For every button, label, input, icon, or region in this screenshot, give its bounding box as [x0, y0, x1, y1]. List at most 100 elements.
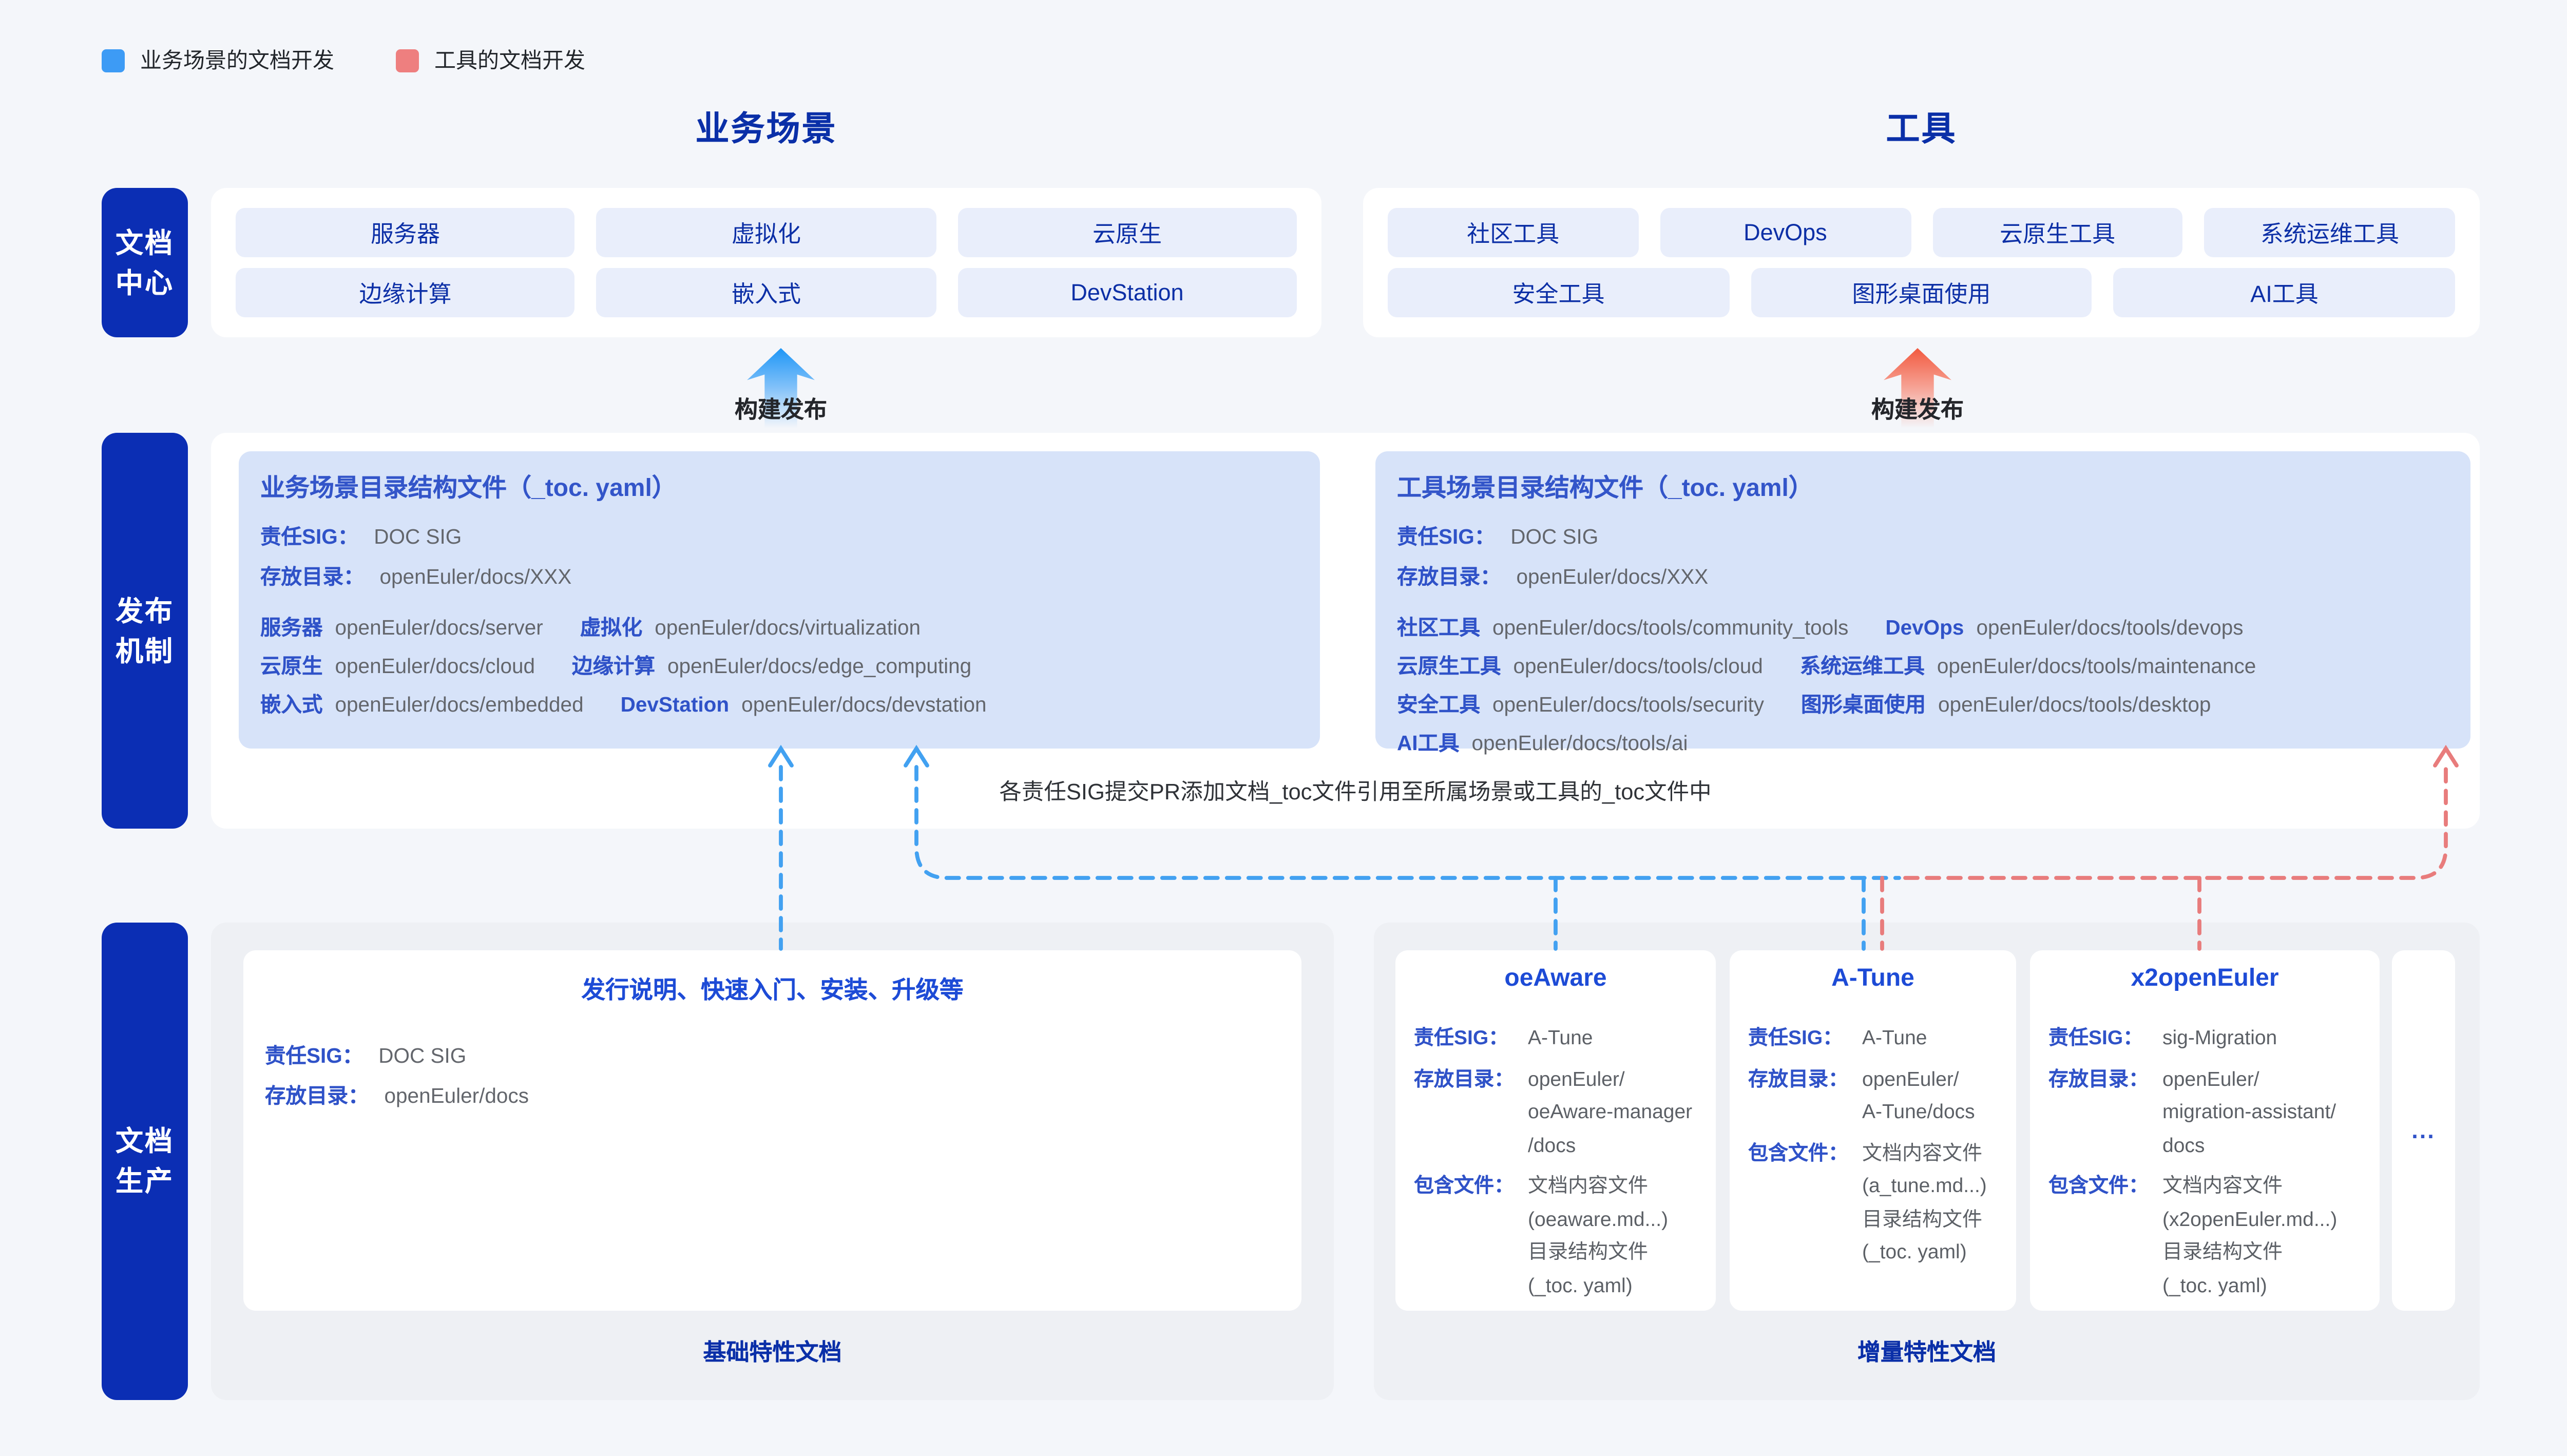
oeaware-card: oeAware 责任SIG： A-Tune 存放目录： openEuler/ o… [1395, 950, 1716, 1311]
business-toc-panel: 业务场景目录结构文件（_toc. yaml） 责任SIG： DOC SIG 存放… [239, 451, 1320, 749]
business-toc-sig-row: 责任SIG： DOC SIG [260, 524, 1298, 551]
entry-name: 云原生工具 [1397, 655, 1501, 678]
sig-label: 责任SIG： [265, 1044, 363, 1067]
incremental-docs-footer: 增量特性文档 [1857, 1340, 1996, 1366]
card-files-row: 包含文件： 文档内容文件 (oeaware.md...) 目录结构文件 (_to… [1395, 1169, 1716, 1301]
entry-name: DevStation [620, 693, 730, 716]
sig-value: DOC SIG [378, 1044, 467, 1067]
entry-name: 社区工具 [1397, 616, 1480, 639]
sig-value: A-Tune [1862, 1026, 1927, 1049]
dir-value: openEuler/ oeAware-manager /docs [1528, 1066, 1693, 1156]
entry-name: 边缘计算 [572, 655, 656, 678]
sig-label: 责任SIG： [1748, 1026, 1843, 1049]
sig-label: 责任SIG： [1414, 1026, 1509, 1049]
base-card-title: 发行说明、快速入门、安装、升级等 [581, 978, 964, 1004]
entry-path: openEuler/docs/server [335, 616, 543, 639]
dir-label: 存放目录： [1414, 1066, 1515, 1090]
oeaware-card-title: oeAware [1504, 966, 1607, 992]
chip-desktop: 图形桌面使用 [1750, 268, 2092, 317]
card-files-row: 包含文件： 文档内容文件 (x2openEuler.md...) 目录结构文件 … [2030, 1169, 2380, 1301]
business-scenarios-panel: 服务器 虚拟化 云原生 边缘计算 嵌入式 DevStation [211, 188, 1321, 337]
toc-entry-line: AI工具 openEuler/docs/tools/ai [1397, 729, 2449, 758]
entry-name: 虚拟化 [580, 616, 643, 639]
build-release-label-tools: 构建发布 [1871, 397, 1964, 424]
dir-value: openEuler/docs/XXX [1516, 565, 1709, 588]
entry-path: openEuler/docs/tools/community_tools [1492, 616, 1849, 639]
legend-red-swatch [396, 48, 419, 72]
toc-entry-line: 社区工具 openEuler/docs/tools/community_tools… [1397, 613, 2449, 642]
dir-value: openEuler/docs/XXX [379, 565, 572, 588]
legend-tools-label: 工具的文档开发 [434, 48, 585, 72]
entry-name: DevOps [1885, 616, 1964, 639]
sig-label: 责任SIG： [260, 525, 359, 548]
legend-business-label: 业务场景的文档开发 [140, 48, 334, 72]
tool-chip-grid-row2: 安全工具 图形桌面使用 AI工具 [1388, 268, 2455, 317]
chip-edge-computing: 边缘计算 [236, 268, 575, 317]
card-sig-row: 责任SIG： A-Tune [1730, 1021, 2016, 1055]
card-dir-row: 存放目录： openEuler/ A-Tune/docs [1730, 1062, 2016, 1128]
entry-path: openEuler/docs/tools/desktop [1938, 693, 2211, 716]
chip-devstation: DevStation [957, 268, 1297, 317]
dir-value: openEuler/docs [384, 1084, 529, 1107]
card-dir-row: 存放目录： openEuler/ migration-assistant/ do… [2030, 1062, 2380, 1162]
business-toc-dir-row: 存放目录： openEuler/docs/XXX [260, 564, 1298, 591]
chip-ai-tools: AI工具 [2113, 268, 2455, 317]
tools-toc-dir-row: 存放目录： openEuler/docs/XXX [1397, 564, 2449, 591]
files-value: 文档内容文件 (oeaware.md...) 目录结构文件 (_toc. yam… [1528, 1174, 1669, 1296]
card-dir-row: 存放目录： openEuler/ oeAware-manager /docs [1395, 1062, 1716, 1162]
legend-item-tools: 工具的文档开发 [396, 45, 585, 75]
entry-path: openEuler/docs/cloud [335, 655, 535, 678]
entry-name: AI工具 [1397, 732, 1460, 755]
entry-path: openEuler/docs/devstation [741, 693, 987, 716]
entry-path: openEuler/docs/tools/security [1492, 693, 1765, 716]
more-cards-ellipsis: ... [2392, 950, 2455, 1311]
card-files-row: 包含文件： 文档内容文件 (a_tune.md...) 目录结构文件 (_toc… [1730, 1136, 2016, 1269]
entry-path: openEuler/docs/embedded [335, 693, 584, 716]
sig-value: sig-Migration [2162, 1026, 2277, 1049]
atune-card-title: A-Tune [1831, 966, 1914, 992]
card-sig-row: 责任SIG： A-Tune [1395, 1021, 1716, 1055]
base-dir-row: 存放目录： openEuler/docs [243, 1083, 1301, 1110]
base-docs-band: 发行说明、快速入门、安装、升级等 责任SIG： DOC SIG 存放目录： op… [211, 923, 1334, 1400]
entry-path: openEuler/docs/edge_computing [667, 655, 972, 678]
entry-name: 安全工具 [1397, 693, 1480, 716]
entry-name: 云原生 [260, 655, 323, 678]
business-column-header: 业务场景 [695, 109, 837, 148]
sig-value: A-Tune [1528, 1026, 1593, 1049]
toc-entry-line: 云原生 openEuler/docs/cloud 边缘计算 openEuler/doc… [260, 652, 1298, 681]
files-label: 包含文件： [1748, 1140, 1849, 1164]
base-sig-row: 责任SIG： DOC SIG [243, 1043, 1301, 1070]
incremental-docs-band: oeAware 责任SIG： A-Tune 存放目录： openEuler/ o… [1374, 923, 2480, 1400]
tools-toc-title: 工具场景目录结构文件（_toc. yaml） [1397, 476, 1813, 502]
sig-value: DOC SIG [1510, 525, 1599, 548]
files-label: 包含文件： [2048, 1174, 2149, 1197]
dir-label: 存放目录： [1748, 1066, 1849, 1090]
chip-server: 服务器 [236, 208, 575, 257]
sig-label: 责任SIG： [1397, 525, 1496, 548]
dir-label: 存放目录： [265, 1084, 369, 1107]
pr-submission-note: 各责任SIG提交PR添加文档_toc文件引用至所属场景或工具的_toc文件中 [999, 781, 1712, 806]
business-toc-title: 业务场景目录结构文件（_toc. yaml） [260, 476, 677, 502]
entry-path: openEuler/docs/tools/maintenance [1937, 655, 2256, 678]
entry-path: openEuler/docs/tools/cloud [1513, 655, 1763, 678]
chip-community-tools: 社区工具 [1388, 208, 1639, 257]
entry-path: openEuler/docs/tools/ai [1471, 732, 1688, 755]
card-sig-row: 责任SIG： sig-Migration [2030, 1021, 2380, 1055]
entry-path: openEuler/docs/virtualization [655, 616, 921, 639]
legend-blue-swatch [102, 48, 125, 72]
x2openeuler-card: x2openEuler 责任SIG： sig-Migration 存放目录： o… [2030, 950, 2380, 1311]
tools-toc-sig-row: 责任SIG： DOC SIG [1397, 524, 2449, 551]
files-value: 文档内容文件 (x2openEuler.md...) 目录结构文件 (_toc.… [2162, 1174, 2338, 1296]
chip-embedded: 嵌入式 [596, 268, 936, 317]
dir-label: 存放目录： [1397, 565, 1501, 588]
base-docs-footer: 基础特性文档 [703, 1340, 842, 1366]
sidebar-pill-doc-production: 文档 生产 [102, 923, 188, 1400]
sidebar-pill-release-mechanism: 发布 机制 [102, 433, 188, 829]
entry-path: openEuler/docs/tools/devops [1976, 616, 2244, 639]
x2openeuler-card-title: x2openEuler [2131, 966, 2279, 992]
sidebar-pill-doc-center: 文档 中心 [102, 188, 188, 337]
